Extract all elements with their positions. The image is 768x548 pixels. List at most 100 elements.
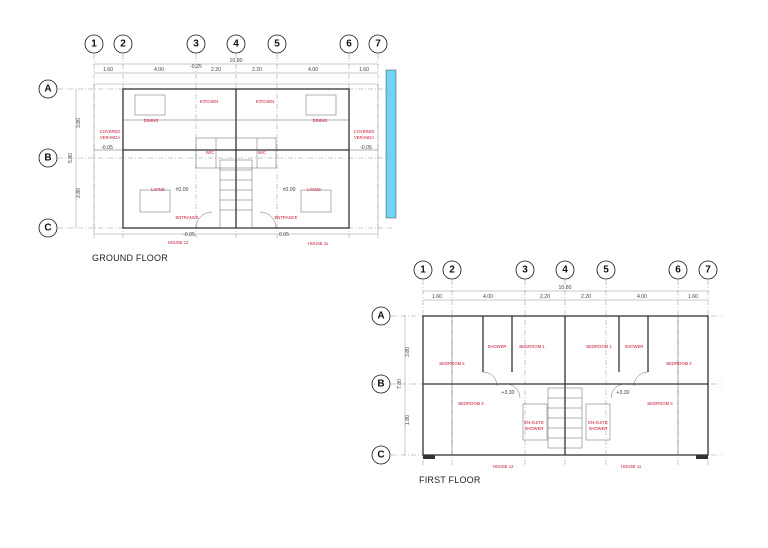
ff-grid-row-c: C [377, 450, 384, 461]
ff-col-dim-6: 1.60 [688, 294, 698, 300]
ff-grid-col-5: 5 [603, 265, 609, 276]
ff-row-dim-2: 7.80 [397, 379, 403, 389]
gf-room-dining-left: DINING [144, 118, 159, 123]
gf-grid-row-c: C [44, 223, 51, 234]
ff-room-bedroom1-left: BEDROOM 1 [519, 344, 545, 349]
gf-dimensions: 10.80 1.60 4.00 2.20 2.20 4.00 1.60 -0.2… [68, 58, 378, 228]
gf-row-dim-3: 2.80 [76, 188, 82, 198]
gf-room-kitchen-left: KITCHEN [200, 99, 218, 104]
ff-grid-col-1: 1 [420, 265, 426, 276]
ff-level-landing-left: +3.30 [501, 390, 514, 396]
ff-room-ensuite-right-1: EN-SUITE [588, 420, 608, 425]
ff-room-bedroom3-left: BEDROOM 3 [458, 401, 484, 406]
gf-level-entrance-right: 0.05 [279, 232, 289, 238]
ff-house-11: HOUSE 11 [621, 464, 642, 469]
gf-room-living-left: LIVING [151, 187, 165, 192]
ff-level-marks: +3.30 +3.30 [501, 390, 629, 396]
ff-room-ensuite-left-1: EN-SUITE [524, 420, 544, 425]
gf-col-dim-3: 2.20 [211, 67, 221, 73]
ff-dimensions: 10.80 1.60 4.00 2.20 2.20 4.00 1.60 3.80… [397, 285, 708, 455]
gf-overall-dim: 10.80 [230, 58, 243, 64]
gf-grid-row-a: A [44, 84, 51, 95]
ff-room-labels: SHOWER SHOWER BEDROOM 1 BEDROOM 1 BEDROO… [439, 344, 692, 431]
ff-col-dim-5: 4.00 [637, 294, 647, 300]
ff-grid-row-bubbles: A B C [371, 306, 391, 465]
gf-room-veranda-right-2: VERANDA [354, 135, 374, 140]
gf-row-dim-1: 3.80 [76, 118, 82, 128]
ff-house-12: HOUSE 12 [493, 464, 514, 469]
first-floor-plan: 1 2 3 4 5 6 7 A B C [371, 260, 722, 469]
gf-house-12: HOUSE 12 [168, 240, 189, 245]
ff-grid-col-4: 4 [562, 265, 568, 276]
gf-room-entrance-left: ENTRANCE [175, 215, 198, 220]
gf-room-kitchen-right: KITCHEN [256, 99, 274, 104]
gf-row-dim-2: 5.80 [68, 153, 74, 163]
gf-house-11: HOUSE 11 [308, 241, 329, 246]
gf-col-dim-5: 4.00 [308, 67, 318, 73]
gf-room-wc-left: W/C [206, 150, 214, 155]
gf-level-marks: -0.05 -0.05 ±0.00 ±0.00 -0.05 0.05 [101, 145, 372, 238]
gf-col-dim-1: 1.60 [103, 67, 113, 73]
gf-grid-column-bubbles: 1 2 3 4 5 6 7 [84, 34, 388, 54]
ff-room-bedroom2-right: BEDROOM 2 [666, 361, 692, 366]
ff-room-ensuite-right-2: SHOWER [589, 426, 608, 431]
gf-grid-col-1: 1 [91, 39, 97, 50]
ff-grid-lines [391, 280, 722, 465]
ff-col-dim-4: 2.20 [581, 294, 591, 300]
ff-room-shower-right: SHOWER [625, 344, 644, 349]
gf-room-dining-right: DINING [313, 118, 328, 123]
ff-room-bedroom3-right: BEDROOM 3 [647, 401, 673, 406]
gf-col-dim-2: 4.00 [154, 67, 164, 73]
gf-level-entrance-left: -0.05 [183, 232, 195, 238]
gf-grid-col-2: 2 [120, 39, 126, 50]
ff-overall-dim: 10.80 [559, 285, 572, 291]
ff-walls [422, 315, 709, 459]
ff-grid-row-b: B [377, 379, 384, 390]
gf-pool [385, 69, 397, 219]
ff-col-dim-1: 1.60 [432, 294, 442, 300]
gf-level-living-left: ±0.00 [176, 187, 189, 193]
ff-grid-row-a: A [377, 311, 384, 322]
gf-level-veranda-left: -0.05 [101, 145, 113, 151]
ff-room-bedroom2-left: BEDROOM 2 [439, 361, 465, 366]
gf-room-entrance-right: ENTRANCE [274, 215, 297, 220]
gf-room-veranda-right-1: COVERED [354, 129, 375, 134]
gf-grid-col-3: 3 [193, 39, 199, 50]
ff-grid-col-6: 6 [675, 265, 681, 276]
ff-col-dim-2: 4.00 [483, 294, 493, 300]
gf-level-veranda-right: -0.05 [360, 145, 372, 151]
gf-grid-col-4: 4 [233, 39, 239, 50]
gf-col-dim-4: 2.20 [252, 67, 262, 73]
gf-walls [93, 83, 379, 235]
ff-col-dim-3: 2.20 [540, 294, 550, 300]
gf-grid-col-6: 6 [346, 39, 352, 50]
gf-room-veranda-left-1: COVERED [100, 129, 121, 134]
ground-floor-plan: 1 2 3 4 5 6 7 A B C [38, 34, 397, 246]
gf-grid-row-bubbles: A B C [38, 79, 58, 238]
ff-row-dim-1: 3.80 [405, 347, 411, 357]
first-floor-title: FIRST FLOOR [419, 475, 481, 485]
ff-room-shower-left: SHOWER [488, 344, 507, 349]
ff-row-dim-3: 1.80 [405, 415, 411, 425]
ff-level-landing-right: +3.30 [616, 390, 629, 396]
gf-room-veranda-left-2: VERANDA [100, 135, 120, 140]
gf-level-top: -0.25 [190, 64, 202, 70]
gf-house-labels: HOUSE 12 HOUSE 11 [168, 240, 329, 246]
gf-grid-col-5: 5 [274, 39, 280, 50]
ff-house-labels: HOUSE 12 HOUSE 11 [493, 464, 642, 469]
gf-room-labels: KITCHEN KITCHEN DINING DINING COVERED VE… [100, 99, 375, 220]
gf-grid-col-7: 7 [375, 39, 381, 50]
gf-col-dim-6: 1.60 [359, 67, 369, 73]
gf-room-living-right: LIVING [307, 187, 321, 192]
ff-grid-column-bubbles: 1 2 3 4 5 6 7 [413, 260, 718, 280]
gf-grid-row-b: B [44, 153, 51, 164]
ff-grid-col-2: 2 [449, 265, 455, 276]
ff-room-bedroom1-right: BEDROOM 1 [586, 344, 612, 349]
ff-room-ensuite-left-2: SHOWER [525, 426, 544, 431]
gf-level-living-right: ±0.00 [283, 187, 296, 193]
gf-room-wc-right: W/C [258, 150, 266, 155]
ff-grid-col-7: 7 [705, 265, 711, 276]
ground-floor-title: GROUND FLOOR [92, 253, 168, 263]
